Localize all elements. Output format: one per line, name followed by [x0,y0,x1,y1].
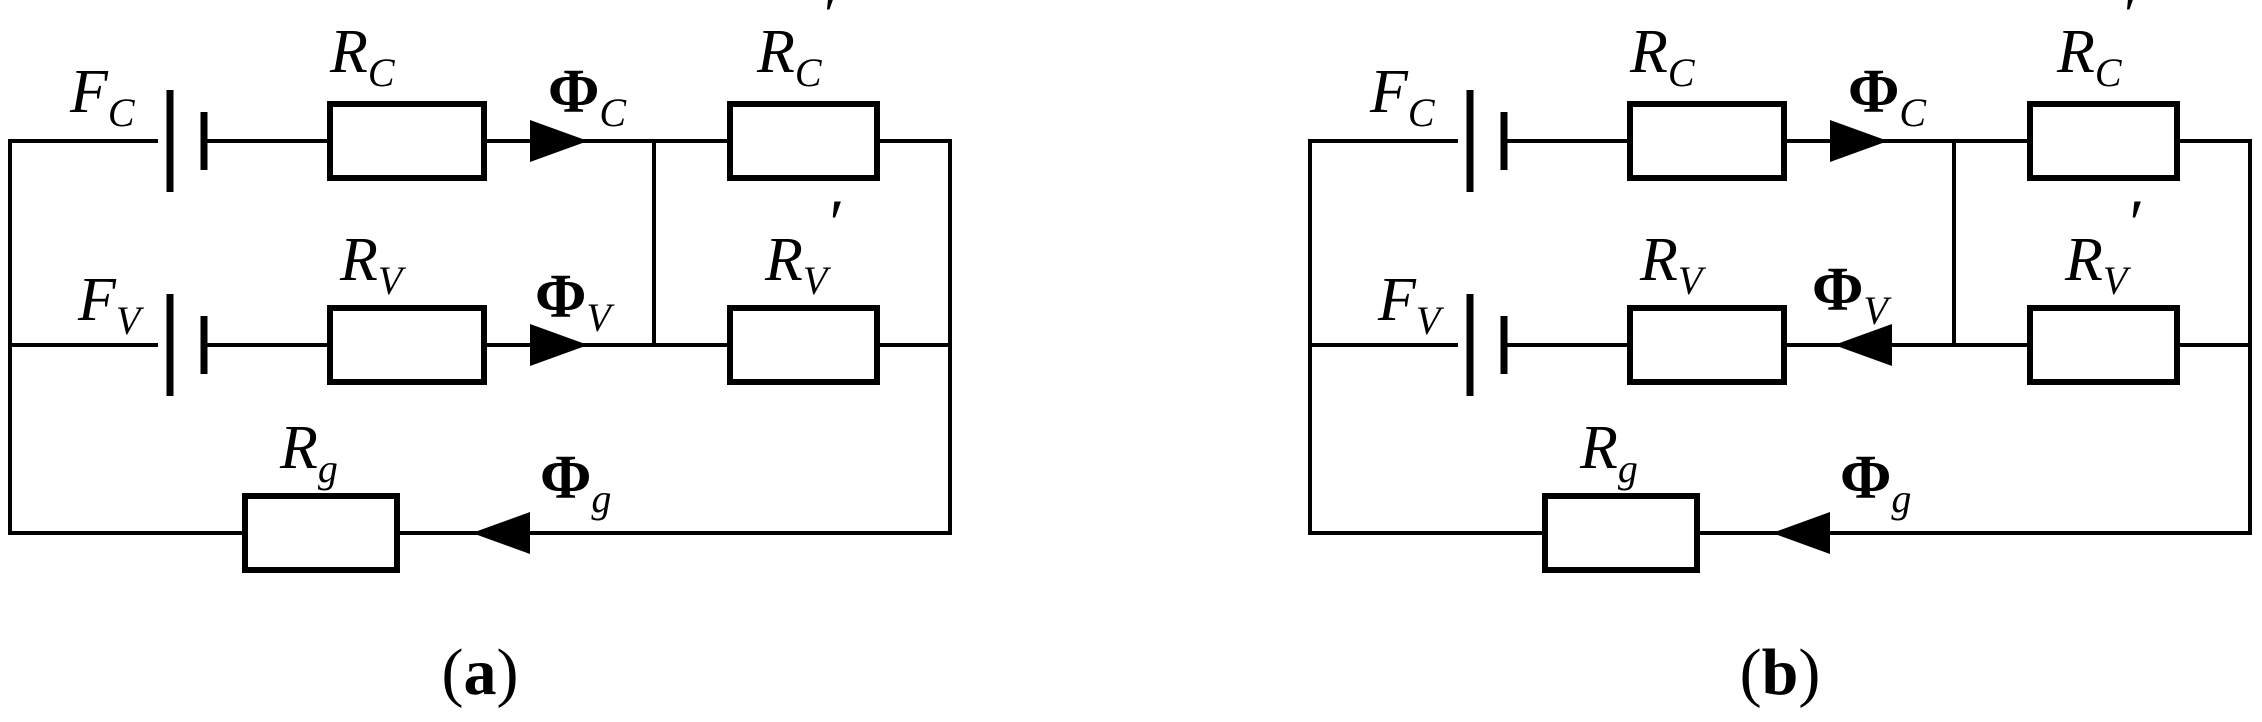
arrow-phi-g-left-b [1772,512,1830,554]
label-phi-c-a: ΦC [548,58,627,135]
label-rc-a: RC [329,18,396,95]
label-phi-v-b: ΦV [1812,256,1892,333]
label-fc-b: FC [1369,58,1436,135]
label-rv-b: RV [1639,226,1707,303]
label-fv-b: FV [1377,266,1445,343]
label-phi-g-b: Φg [1840,444,1911,521]
resistor-rg-b [1542,493,1700,573]
label-phi-g-a: Φg [540,444,611,521]
label-rcp-a: RC′ [756,0,838,95]
source-fv-a [166,294,208,396]
source-fv-b [1466,294,1508,396]
caption-a: (a) [442,636,519,709]
label-rc-b: RC [1629,18,1696,95]
arrow-phi-c-right-b [1830,120,1888,162]
label-rv-a: RV [339,226,407,303]
label-rg-b: Rg [1579,414,1638,491]
panel-b: FC RC ΦC RC′ FV RV ΦV RV′ Rg Φg (b) [1308,0,2252,709]
source-fc-a [166,90,208,192]
resistor-rc-b [1627,101,1787,181]
resistor-rv-a [327,305,487,385]
label-fv-a: FV [77,266,145,343]
resistor-rvp-b [2027,305,2180,385]
label-fc-a: FC [69,58,136,135]
label-rvp-b: RV′ [2064,185,2144,303]
caption-b: (b) [1740,636,1821,709]
resistor-rv-b [1627,305,1787,385]
label-phi-v-a: ΦV [535,263,615,340]
label-rg-a: Rg [279,414,338,491]
arrow-phi-v-right-a [530,324,588,366]
label-rvp-a: RV′ [764,185,844,303]
arrow-phi-v-left-b [1834,324,1892,366]
arrow-phi-g-left-a [472,512,530,554]
resistor-rvp-a [727,305,880,385]
resistor-rg-a [242,493,400,573]
resistor-rc-a [327,101,487,181]
arrow-phi-c-right-a [530,120,588,162]
source-fc-b [1466,90,1508,192]
resistor-rcp-b [2027,101,2180,181]
panel-a: FC RC ΦC RC′ FV RV ΦV RV′ Rg Φg (a) [8,0,952,709]
resistor-rcp-a [727,101,880,181]
label-rcp-b: RC′ [2056,0,2138,95]
label-phi-c-b: ΦC [1848,58,1927,135]
